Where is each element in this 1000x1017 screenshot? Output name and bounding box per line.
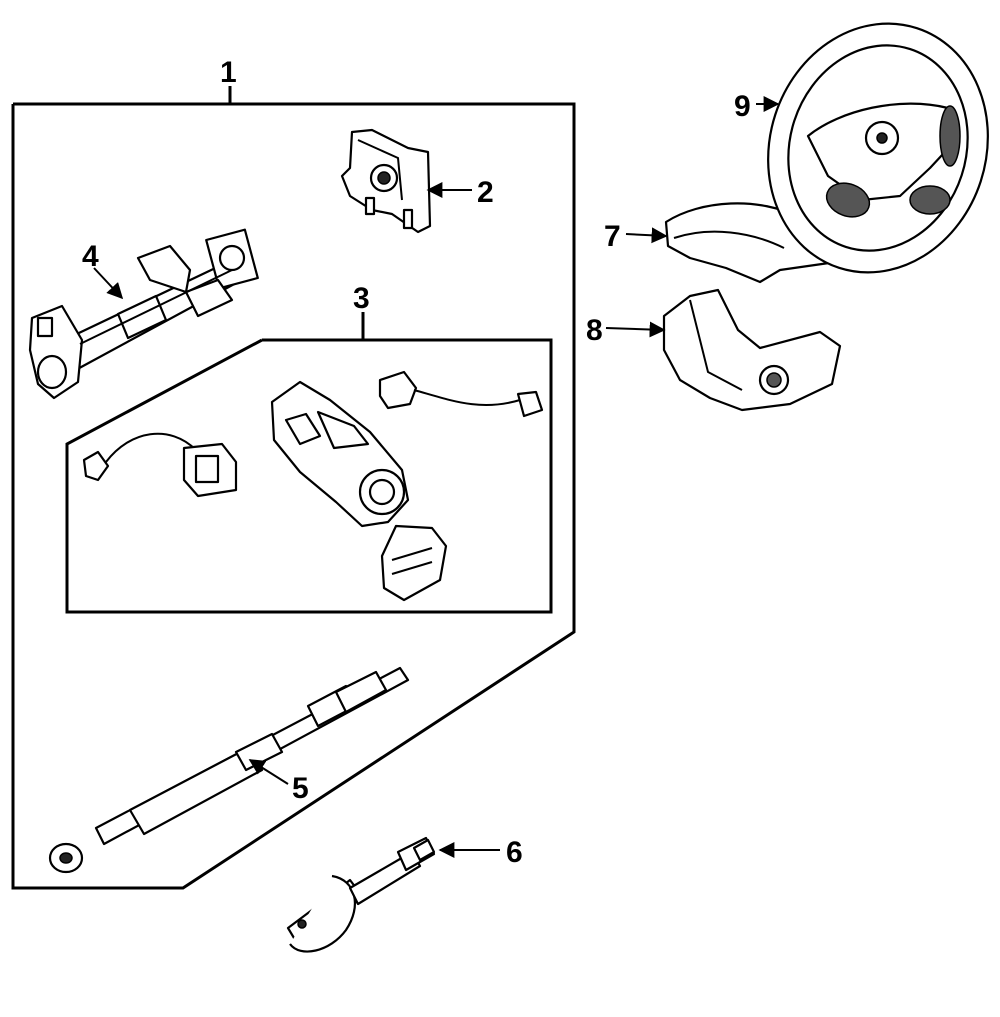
part-2-bracket <box>340 128 432 234</box>
part-3-lock-housing <box>270 380 448 602</box>
part-3-switch-connector-left <box>82 432 238 498</box>
callout-7: 7 <box>604 220 621 253</box>
part-5-steering-shaft <box>48 666 410 874</box>
part-9-steering-wheel <box>767 22 989 274</box>
callout-9: 9 <box>734 90 751 123</box>
part-4-column-tube <box>28 228 259 400</box>
part-3-switch-connector-right <box>378 370 544 418</box>
callout-6: 6 <box>506 836 523 869</box>
callout-8: 8 <box>586 314 603 347</box>
part-6-universal-joint <box>286 836 436 953</box>
callout-leaders <box>93 96 780 858</box>
callout-2: 2 <box>477 176 494 209</box>
part-8-lower-cover <box>662 288 842 412</box>
callout-1: 1 <box>220 56 237 89</box>
callout-3: 3 <box>353 282 370 315</box>
callout-4: 4 <box>82 240 99 273</box>
assembly-outline-3 <box>65 312 553 614</box>
assembly-outline-1 <box>11 86 576 890</box>
callout-5: 5 <box>292 772 309 805</box>
